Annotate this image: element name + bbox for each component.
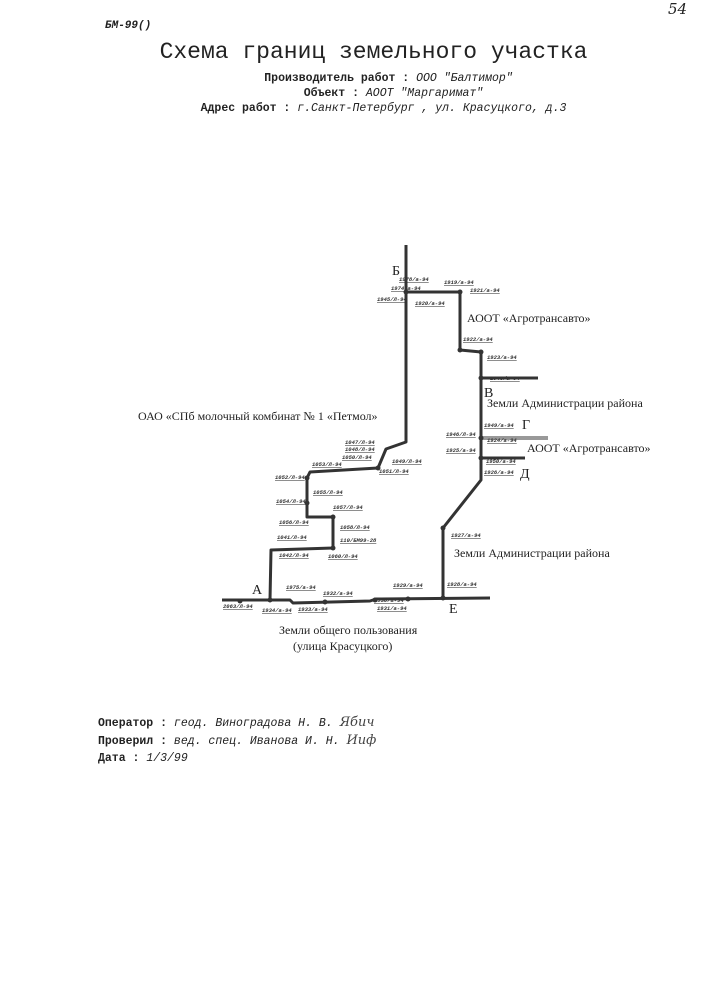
- boundary-marker-dot: [237, 598, 243, 604]
- marker-label: 1946/Л-94: [446, 431, 476, 438]
- point-label: Е: [449, 602, 458, 617]
- marker-label: 1950/а-94: [486, 458, 516, 465]
- marker-label: 1931/а-94: [377, 605, 407, 612]
- operator-label: Оператор :: [98, 717, 168, 730]
- marker-label: 2063/Л-94: [223, 603, 253, 610]
- point-label: В: [484, 386, 493, 401]
- area-label: Земли Администрации района: [454, 546, 610, 560]
- marker-label: 1975/а-94: [286, 584, 316, 591]
- document-code: БМ-99(): [105, 20, 152, 32]
- marker-label: 1058/Л-94: [340, 524, 370, 531]
- contractor-label: Производитель работ :: [264, 72, 410, 85]
- point-label: Г: [522, 418, 530, 433]
- boundary-marker-dot: [330, 545, 336, 551]
- marker-label: 1041/Л-94: [277, 534, 307, 541]
- marker-label: 1932/а-94: [323, 590, 353, 597]
- boundary-marker-dot: [304, 475, 310, 481]
- marker-label: 1054/Л-94: [276, 498, 306, 505]
- marker-label: 1978/а-94: [399, 276, 429, 283]
- marker-label: 1920/а-94: [415, 300, 445, 307]
- point-label: А: [252, 583, 263, 598]
- western-boundary: [268, 245, 408, 601]
- marker-label: 1055/Л-94: [313, 489, 343, 496]
- marker-label: 1048/Л-94: [345, 446, 375, 453]
- marker-label: 1049/Л-94: [392, 458, 422, 465]
- marker-label: 1928/а-94: [447, 581, 477, 588]
- area-label: АООТ «Агротрансавто»: [467, 311, 591, 325]
- boundary-marker-dot: [372, 597, 378, 603]
- contractor-value: ООО "Балтимор": [416, 72, 513, 85]
- address-value: г.Санкт-Петербург , ул. Красуцкого, д.3: [297, 102, 567, 115]
- street-boundary: [222, 596, 491, 605]
- address-line: Адрес работ : г.Санкт-Петербург , ул. Кр…: [0, 102, 727, 115]
- boundary-marker-dot: [322, 599, 328, 605]
- area-label: АООТ «Агротрансавто»: [527, 441, 651, 455]
- object-label: Объект :: [303, 87, 359, 100]
- marker-label: 1974/а-94: [391, 285, 421, 292]
- address-label: Адрес работ :: [200, 102, 291, 115]
- boundary-marker-dot: [403, 289, 409, 295]
- boundary-marker-dot: [478, 375, 484, 381]
- boundary-marker-dot: [330, 514, 336, 520]
- date-label: Дата :: [98, 752, 140, 765]
- checked-signature: Ииф: [346, 733, 377, 748]
- checked-label: Проверил :: [98, 735, 168, 748]
- date-line: Дата : 1/3/99: [98, 751, 188, 766]
- point-label: Б: [392, 264, 400, 279]
- date-value: 1/3/99: [146, 752, 188, 765]
- contractor-line: Производитель работ : ООО "Балтимор": [0, 72, 727, 85]
- marker-label: 1042/Л-94: [279, 552, 309, 559]
- checked-value: вед. спец. Иванова И. Н.: [173, 735, 340, 748]
- marker-label: 1925/а-94: [446, 447, 476, 454]
- boundary-marker-dot: [440, 525, 446, 531]
- marker-label: 1934/а-94: [262, 607, 292, 614]
- marker-label: 1926/а-94: [484, 469, 514, 476]
- boundary-marker-dot: [440, 595, 446, 601]
- boundary-marker-dot: [405, 596, 411, 602]
- operator-value: геод. Виноградова Н. В.: [173, 717, 333, 730]
- marker-label: 1945/Л-94: [377, 296, 407, 303]
- object-line: Объект : АООТ "Маргаримат": [0, 87, 727, 100]
- operator-signature: Ябич: [339, 715, 375, 730]
- marker-label: 1057/Л-94: [333, 504, 363, 511]
- boundary-marker-dot: [478, 455, 484, 461]
- marker-label: 1949/а-94: [484, 422, 514, 429]
- marker-label: 1927/а-94: [451, 532, 481, 539]
- object-value: АООТ "Маргаримат": [365, 87, 484, 100]
- page-title: Схема границ земельного участка: [159, 39, 588, 65]
- boundary-marker-dot: [457, 347, 463, 353]
- marker-label: 1929/а-94: [393, 582, 423, 589]
- marker-label: 1923/а-94: [487, 354, 517, 361]
- marker-label: 1933/а-94: [298, 606, 328, 613]
- boundary-marker-dot: [304, 500, 310, 506]
- marker-label: 110/БМ99-28: [340, 537, 377, 544]
- marker-label: 1047/Л-94: [345, 439, 375, 446]
- area-label: ОАО «СПб молочный комбинат № 1 «Петмол»: [138, 409, 378, 423]
- area-label: Земли общего пользования: [279, 623, 418, 637]
- checked-line: Проверил : вед. спец. Иванова И. Н. Ииф: [98, 733, 376, 748]
- marker-label: 1060/Л-94: [328, 553, 358, 560]
- corner-mark: 54: [668, 0, 688, 18]
- boundary-marker-dot: [457, 289, 463, 295]
- marker-label: 1919/а-94: [444, 279, 474, 286]
- marker-label: 1948/а-94: [490, 375, 520, 382]
- point-label: Д: [520, 467, 530, 482]
- marker-label: 1056/Л-94: [279, 519, 309, 526]
- operator-line: Оператор : геод. Виноградова Н. В. Ябич: [98, 715, 374, 730]
- marker-label: 1921/а-94: [470, 287, 500, 294]
- area-label: (улица Красуцкого): [293, 639, 392, 653]
- area-label: Земли Администрации района: [487, 396, 643, 410]
- marker-label: 1924/а-94: [487, 437, 517, 444]
- marker-label: 1050/Л-94: [342, 454, 372, 461]
- marker-label: 1051/Л-94: [379, 468, 409, 475]
- marker-label: 1052/Л-94: [275, 474, 305, 481]
- boundary-marker-dot: [267, 597, 273, 603]
- marker-label: 1053/Л-94: [312, 461, 342, 468]
- boundary-marker-dot: [478, 435, 484, 441]
- marker-label: 1930/а-94: [374, 597, 404, 604]
- boundary-marker-dot: [478, 349, 484, 355]
- marker-label: 1922/а-94: [463, 336, 493, 343]
- boundary-marker-dot: [375, 465, 381, 471]
